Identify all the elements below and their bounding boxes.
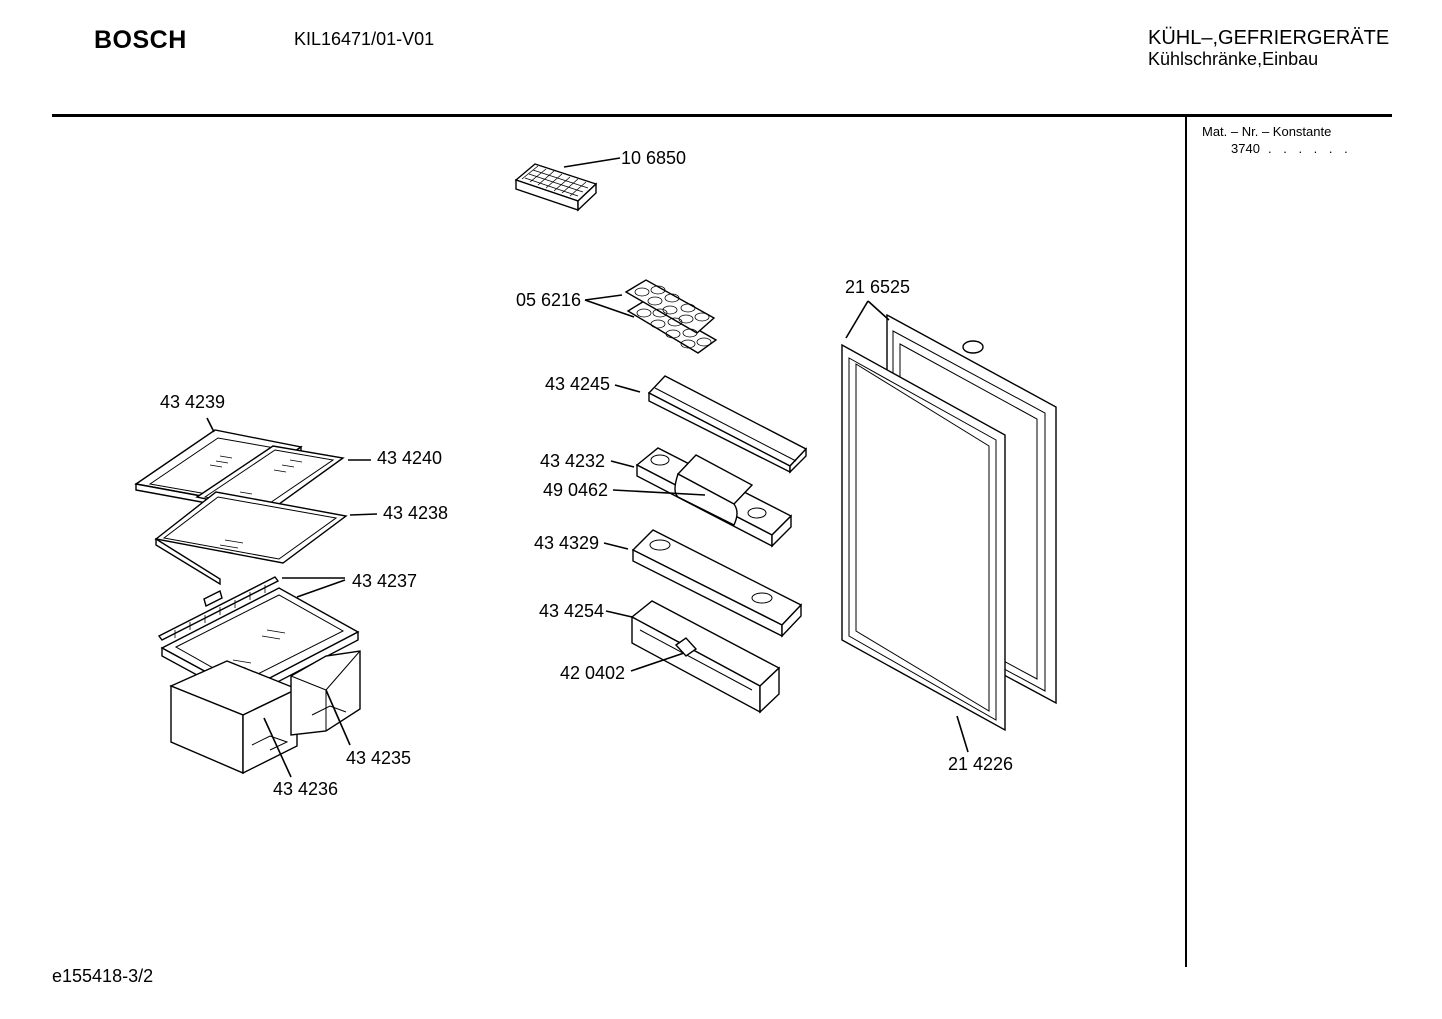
bottle-shelf — [630, 600, 781, 714]
document-id: e155418-3/2 — [52, 966, 154, 986]
part-label: 43 4245 — [545, 374, 610, 394]
leader-line — [263, 717, 292, 778]
part-label: 49 0462 — [543, 480, 608, 500]
material-number-dots: . . . . . . — [1268, 141, 1352, 156]
part-label: 43 4240 — [377, 448, 442, 468]
door-gasket — [841, 343, 1006, 732]
leader-line — [603, 542, 629, 550]
part-label: 05 6216 — [516, 290, 581, 310]
material-number-label: Mat. – Nr. – Konstante — [1202, 124, 1332, 139]
part-label: 43 4236 — [273, 779, 338, 799]
leader-line — [612, 489, 706, 496]
butter-lid — [674, 454, 754, 526]
leader-line — [605, 610, 633, 618]
part-label: 43 4232 — [540, 451, 605, 471]
egg-tray — [624, 279, 718, 354]
brand-logo: BOSCH — [94, 26, 187, 54]
side-panel-divider — [1185, 117, 1187, 967]
leader-line — [206, 417, 215, 433]
part-label: 43 4329 — [534, 533, 599, 553]
leader-line — [584, 299, 635, 318]
exploded-view-drawing: 10 6850 — [134, 148, 1057, 799]
part-label: 43 4238 — [383, 503, 448, 523]
part-label: 43 4235 — [346, 748, 411, 768]
part-label: 43 4239 — [160, 392, 225, 412]
leader-line — [296, 579, 346, 598]
part-label: 43 4237 — [352, 571, 417, 591]
crisper-drawer-right — [290, 650, 361, 736]
material-number-value: 3740 — [1231, 141, 1260, 156]
category-subtitle: Kühlschränke,Einbau — [1148, 49, 1319, 69]
leader-line — [867, 300, 890, 321]
part-label: 10 6850 — [621, 148, 686, 168]
leader-line — [563, 157, 621, 168]
door-shelf-top — [647, 375, 808, 474]
leader-line — [584, 294, 623, 301]
part-label: 21 4226 — [948, 754, 1013, 774]
leader-line — [845, 300, 869, 339]
leader-line — [956, 715, 969, 753]
leader-line — [614, 384, 641, 393]
header-divider — [52, 114, 1392, 117]
part-label: 43 4254 — [539, 601, 604, 621]
shelf-glass — [154, 491, 348, 586]
part-label: 42 0402 — [560, 663, 625, 683]
ice-tray — [514, 163, 598, 212]
bottle-holder — [674, 637, 698, 657]
leader-line — [610, 460, 635, 468]
model-number: KIL16471/01-V01 — [294, 29, 435, 49]
leader-line — [349, 513, 378, 516]
door-shelf-mid — [631, 529, 803, 638]
leader-line — [630, 652, 685, 672]
leader-line — [325, 689, 351, 746]
category-title: KÜHL–,GEFRIERGERÄTE — [1148, 27, 1390, 49]
part-label: 21 6525 — [845, 277, 910, 297]
